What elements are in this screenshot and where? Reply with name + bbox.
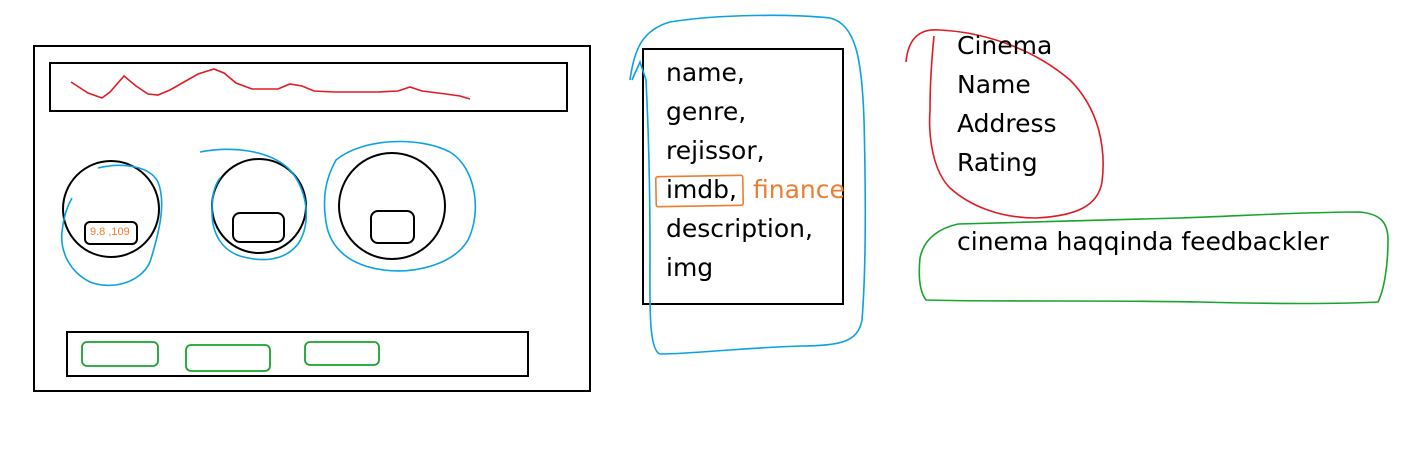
field-imdb: imdb,	[666, 175, 737, 204]
rating-badge-text: 9.8 ,109	[90, 226, 130, 238]
card-circle-1	[62, 160, 160, 258]
movie-fields-box	[642, 48, 844, 305]
footer-button-2	[185, 344, 271, 372]
field-img: img	[666, 253, 714, 282]
field-director: rejissor,	[666, 136, 765, 165]
blue-highlight-1	[60, 164, 163, 287]
field-description: description,	[666, 214, 813, 243]
footer-button-3	[304, 341, 380, 366]
cinema-field-cinema: Cinema	[957, 31, 1053, 60]
imdb-orange-outline	[654, 174, 745, 208]
cinema-field-address: Address	[957, 109, 1057, 138]
card-circle-3	[338, 152, 446, 260]
field-name: name,	[666, 58, 745, 87]
footer-bar	[66, 331, 529, 377]
feedback-note: cinema haqqinda feedbackler	[957, 227, 1329, 256]
blue-highlight-2	[199, 148, 308, 261]
movie-fields-blue-outline	[629, 14, 867, 355]
header-bar	[49, 62, 568, 112]
cinema-field-rating: Rating	[957, 148, 1038, 177]
cinema-field-name: Name	[957, 70, 1031, 99]
header-scribble	[70, 68, 471, 100]
cinema-red-outline	[905, 29, 1104, 219]
rating-badge-box	[84, 221, 138, 245]
page-frame	[33, 45, 591, 392]
footer-button-1	[81, 341, 159, 367]
card-button-3	[370, 210, 415, 244]
card-button-2	[232, 212, 285, 243]
feedback-green-outline	[918, 211, 1389, 305]
field-finance: finance	[753, 175, 845, 204]
blue-highlight-3	[323, 140, 477, 272]
field-genre: genre,	[666, 97, 747, 126]
